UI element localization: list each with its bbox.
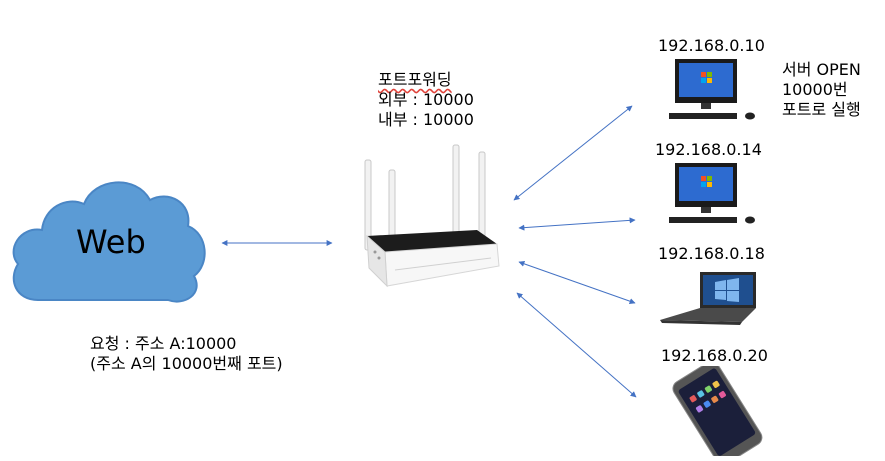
arrow-router-device-1 — [513, 105, 633, 201]
request-note: 요청 : 주소 A:10000 (주소 A의 10000번째 포트) — [90, 334, 283, 374]
desktop-computer-icon — [669, 59, 755, 120]
device-ip-3: 192.168.0.18 — [658, 244, 765, 263]
router-note-internal: 내부 : 10000 — [378, 110, 474, 129]
server-note-line-3: 포트로 실행 — [782, 100, 861, 119]
server-note: 서버 OPEN 10000번 포트로 실행 — [782, 60, 861, 120]
router-note-external: 외부 : 10000 — [378, 90, 474, 109]
router-note-title: 포트포워딩 — [378, 70, 452, 89]
arrow-router-device-2 — [518, 217, 636, 231]
smartphone-icon — [672, 366, 763, 456]
router-icon — [364, 144, 500, 288]
laptop-icon — [660, 272, 756, 325]
device-ip-2: 192.168.0.14 — [655, 140, 762, 159]
device-ip-4: 192.168.0.20 — [661, 346, 768, 365]
server-note-line-1: 서버 OPEN — [782, 60, 861, 79]
request-note-line-1: 요청 : 주소 A:10000 — [90, 334, 237, 353]
arrow-router-device-4 — [516, 292, 637, 398]
desktop-computer-icon — [669, 163, 755, 224]
device-ip-1: 192.168.0.10 — [658, 36, 765, 55]
server-note-line-2: 10000번 — [782, 80, 848, 99]
arrow-router-device-3 — [518, 260, 636, 305]
router-note: 포트포워딩 외부 : 10000 내부 : 10000 — [378, 70, 474, 130]
cloud-label: Web — [76, 223, 146, 261]
cloud-icon — [12, 181, 206, 303]
request-note-line-2: (주소 A의 10000번째 포트) — [90, 354, 283, 373]
